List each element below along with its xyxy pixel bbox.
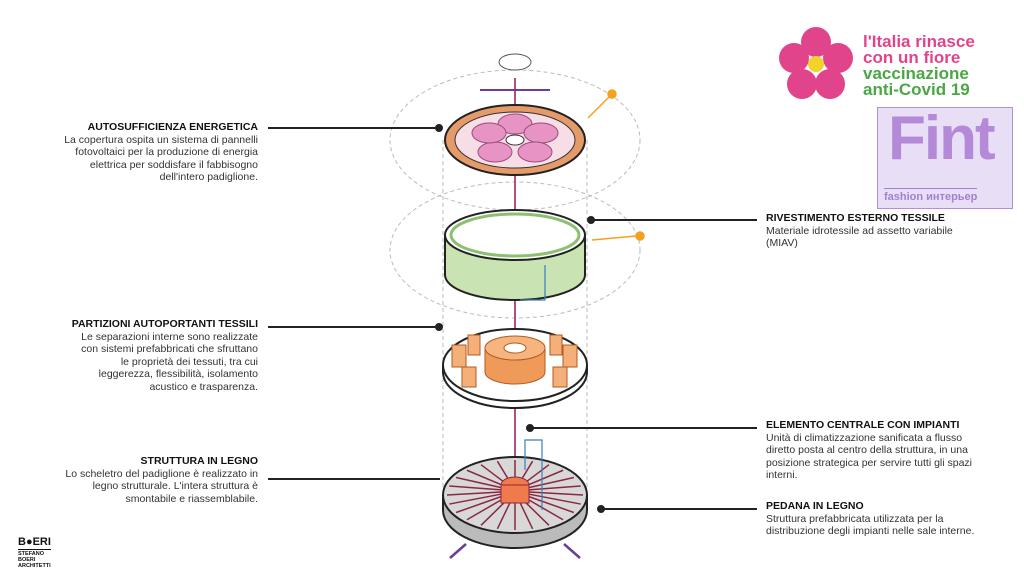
label-text: distribuzione degli impianti nelle sale … — [766, 525, 975, 537]
timber-beam — [466, 469, 506, 488]
label-text: smontabile e riassemblabile. — [125, 492, 258, 505]
label-text: Lo scheletro del padiglione è realizzato… — [65, 467, 258, 480]
label-title: STRUTTURA IN LEGNO — [140, 455, 258, 467]
label-title: RIVESTIMENTO ESTERNO TESSILE — [766, 212, 945, 224]
label-text: dell'intero padiglione. — [159, 171, 258, 183]
logo-line-4: anti-Covid 19 — [863, 80, 970, 99]
textile-partitions-disc — [442, 328, 588, 409]
label-title: ELEMENTO CENTRALE CON IMPIANTI — [766, 419, 960, 431]
watermark-logo: Fint — [888, 107, 996, 173]
timber-beam — [526, 476, 575, 489]
label-textile-cladding: RIVESTIMENTO ESTERNO TESSILE Materiale i… — [766, 212, 1011, 250]
label-title: AUTOSUFFICIENZA ENERGETICA — [87, 121, 258, 133]
label-text: elettrica per soddisfare il fabbisogno — [89, 158, 258, 171]
timber-beam — [526, 495, 575, 514]
timber-beam — [528, 491, 584, 496]
label-text: con sistemi prefabbricati che sfruttano — [81, 343, 258, 355]
boeri-logo: B●ERI STEFANO BOERI ARCHITETTI — [18, 536, 51, 569]
airflow-arrows — [449, 543, 581, 559]
timber-structure-base — [442, 456, 588, 549]
leader-lines — [268, 124, 757, 513]
label-text: posizione strategica per servire tutti g… — [766, 456, 973, 469]
timber-beam — [449, 493, 502, 505]
logo-line-3: vaccinazione — [863, 64, 969, 83]
timber-beam — [517, 499, 534, 530]
label-text: La copertura ospita un sistema di pannel… — [64, 133, 258, 146]
label-wooden-platform: PEDANA IN LEGNO Struttura prefabbricata … — [766, 500, 1011, 538]
timber-beam — [528, 493, 581, 505]
timber-beam — [466, 497, 506, 521]
label-text: Unità di climatizzazione sanificata a fl… — [766, 431, 963, 444]
logo-line-1: l'Italia rinasce — [863, 32, 975, 51]
timber-beam — [524, 497, 564, 521]
timber-beam — [528, 485, 581, 491]
label-title: PARTIZIONI AUTOPORTANTI TESSILI — [71, 318, 258, 330]
brand-sub: BOERI — [18, 557, 36, 563]
label-title: PEDANA IN LEGNO — [766, 500, 864, 512]
label-text: Le separazioni interne sono realizzate — [81, 330, 258, 343]
timber-beam — [449, 485, 502, 491]
label-text: acustico e trasparenza. — [149, 380, 258, 393]
logo-line-2: con un fiore — [863, 48, 961, 67]
flower-logo-icon — [779, 27, 853, 99]
label-text: legno strutturale. L'intera struttura è — [92, 480, 258, 492]
label-text: interni. — [766, 469, 798, 481]
brand-name: B●ERI — [18, 536, 51, 548]
label-central-element: ELEMENTO CENTRALE CON IMPIANTI Unità di … — [766, 419, 1011, 482]
watermark: Fint fashion интерьер — [877, 107, 1013, 209]
timber-beam — [446, 491, 502, 496]
label-text: (MIAV) — [766, 237, 798, 249]
brand-sub: STEFANO — [18, 551, 44, 557]
label-text: diretto posta al centro della struttura,… — [766, 444, 968, 456]
timber-beam — [524, 469, 564, 488]
label-text: Materiale idrotessile ad assetto variabi… — [766, 224, 953, 237]
label-textile-partitions: PARTIZIONI AUTOPORTANTI TESSILI Le separ… — [72, 318, 258, 393]
label-text: Struttura prefabbricata utilizzata per l… — [766, 512, 944, 525]
vaccination-campaign-logo: l'Italia rinasce con un fiore vaccinazio… — [778, 20, 1008, 110]
label-energy-autonomy: AUTOSUFFICIENZA ENERGETICA La copertura … — [64, 121, 258, 184]
label-timber-structure: STRUTTURA IN LEGNO Lo scheletro del padi… — [65, 455, 258, 505]
label-text: le proprietà dei tessuti, tra cui — [120, 355, 258, 368]
sun-icon — [587, 89, 645, 241]
label-text: leggerezza, flessibilità, isolamento — [98, 368, 258, 380]
label-text: fotovoltaici per la produzione di energi… — [75, 146, 258, 158]
timber-beam — [455, 495, 504, 514]
timber-beam — [496, 499, 513, 530]
roof-solar-disc — [444, 104, 586, 176]
textile-cladding-cylinder — [444, 209, 586, 301]
timber-beam — [455, 476, 504, 489]
vent-cap — [498, 53, 532, 71]
brand-sub: ARCHITETTI — [18, 563, 51, 569]
watermark-text: fashion интерьер — [884, 188, 978, 204]
